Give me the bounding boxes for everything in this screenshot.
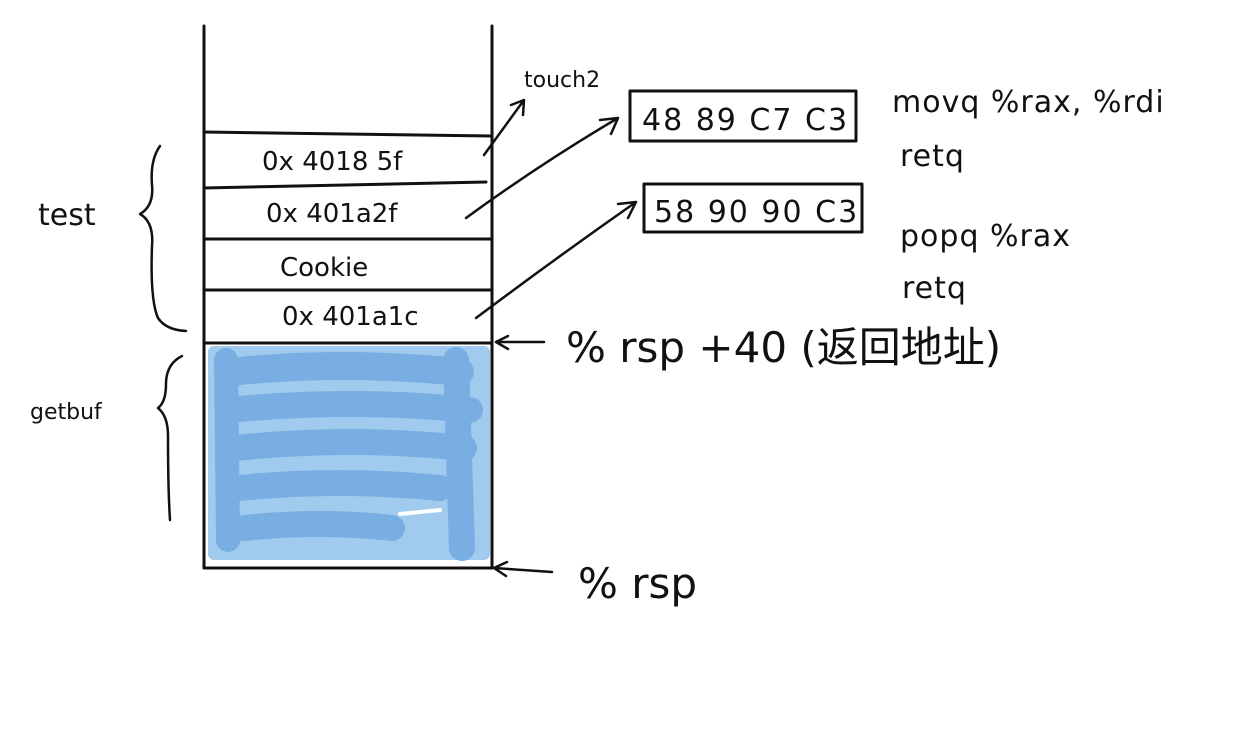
gadget-pointer-arrow [474, 200, 638, 320]
cell-divider [202, 130, 494, 138]
rsp-arrow [492, 560, 554, 578]
getbuf-brace [156, 354, 184, 522]
gadget-bytes-box [628, 89, 858, 143]
stack-cell-label: 0x 4018 5f [262, 147, 403, 177]
touch2-arrow [482, 98, 526, 157]
rsp-plus-40-label: % rsp +40 (返回地址) [566, 323, 1001, 372]
gadget-bytes-box [642, 182, 864, 234]
stack-cell-label: Cookie [280, 253, 368, 283]
gadget-pointer-arrow [464, 116, 620, 220]
gadget-asm-line: popq %rax [900, 219, 1071, 254]
gadget-asm-line: retq [900, 139, 965, 174]
stack-cell-label: 0x 401a2f [266, 199, 398, 229]
getbuf-label: getbuf [30, 400, 103, 425]
touch2-label: touch2 [524, 68, 600, 93]
gadget-asm-line: retq [902, 271, 967, 306]
test-label: test [38, 198, 96, 233]
stack-cell-label: 0x 401a1c [282, 302, 419, 332]
rsp-plus-40-arrow [494, 334, 546, 351]
rsp-label: % rsp [578, 559, 697, 608]
cell-divider [202, 180, 488, 190]
test-brace [138, 144, 188, 333]
gadget-asm-line: movq %rax, %rdi [892, 85, 1165, 120]
gadget-bytes: 48 89 C7 C3 [642, 103, 849, 138]
gadget-bytes: 58 90 90 C3 [654, 195, 859, 230]
buffer-scribble [208, 346, 490, 561]
